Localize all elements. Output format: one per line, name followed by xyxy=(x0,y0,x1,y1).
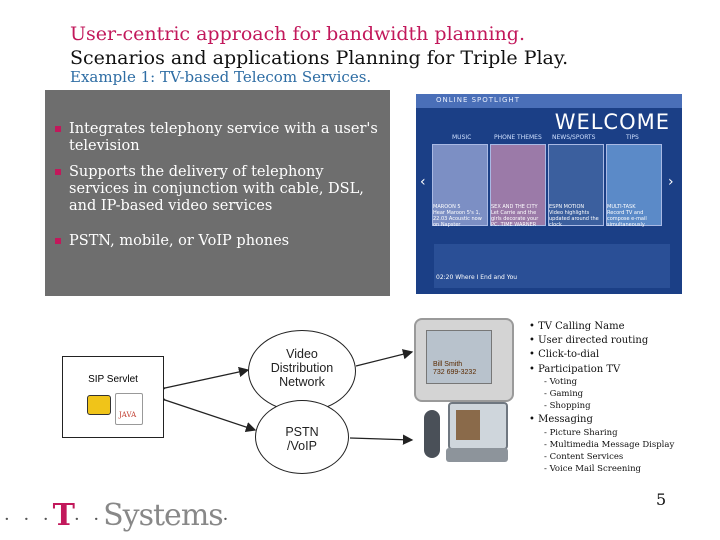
tv-tab: MUSIC xyxy=(452,134,472,141)
pstn-voip-label: PSTN /VoIP xyxy=(285,425,319,453)
feature-label: TV Calling Name xyxy=(538,321,625,332)
feature-item: • Participation TV xyxy=(529,364,621,375)
video-network-label: Video Distribution Network xyxy=(270,347,334,389)
tv-now-playing-area: 02:20 Where I End and You xyxy=(434,244,670,288)
feature-sub-item: - Gaming xyxy=(544,389,584,399)
sip-servlet-box: SIP Servlet JAVA xyxy=(62,356,164,438)
bullet-text: PSTN, mobile, or VoIP phones xyxy=(69,233,290,249)
tv-panel-text: Video highlights updated around the cloc… xyxy=(549,210,599,228)
chevron-left-icon: ‹ xyxy=(420,174,426,190)
feature-item: • User directed routing xyxy=(529,335,649,346)
logo-t: T xyxy=(52,498,75,533)
tv-panel-title: MULTI-TASK xyxy=(607,204,636,210)
bullet-square-icon xyxy=(55,126,61,132)
tv-panel-title: MAROON 5 xyxy=(433,204,461,210)
tv-tab: NEWS/SPORTS xyxy=(552,134,596,141)
arrow-pstn-to-phone xyxy=(349,434,414,445)
computer-icon xyxy=(87,395,111,415)
caller-number: 732 699-3232 xyxy=(433,369,477,376)
videophone-screen xyxy=(448,402,508,450)
feature-sub-item: - Multimedia Message Display xyxy=(544,440,675,450)
videophone-image xyxy=(418,398,518,468)
tv-tab: PHONE THEMES xyxy=(494,134,542,141)
bullet-text: Integrates telephony service with a user… xyxy=(69,121,378,154)
videophone-base xyxy=(446,448,508,462)
tv-panel-title: SEX AND THE CITY xyxy=(491,204,538,210)
video-distribution-network: Video Distribution Network xyxy=(248,330,356,412)
logo-systems: Systems xyxy=(103,498,224,533)
pstn-voip-cloud: PSTN /VoIP xyxy=(255,400,349,474)
java-label: JAVA xyxy=(119,411,137,419)
java-logo-icon: JAVA xyxy=(115,393,143,425)
tv-top-bar: ONLINE SPOTLIGHT xyxy=(416,94,682,108)
page-number: 5 xyxy=(656,490,667,509)
tv-set-image: Bill Smith 732 699-3232 xyxy=(414,318,514,402)
t-systems-logo: · · ·T· ·Systems· xyxy=(4,498,233,533)
bullet-item: Integrates telephony service with a user… xyxy=(55,121,385,155)
bullet-text: Supports the delivery of telephony servi… xyxy=(69,164,364,214)
tv-welcome: WELCOME xyxy=(554,110,670,134)
feature-item: • Messaging xyxy=(529,414,593,425)
tv-set-screen: Bill Smith 732 699-3232 xyxy=(426,330,492,384)
tv-panel xyxy=(490,144,546,226)
tv-now-playing: 02:20 Where I End and You xyxy=(436,274,518,281)
arrow-sip-to-video xyxy=(155,366,250,396)
tv-tab: TIPS xyxy=(626,134,639,141)
caller-name: Bill Smith xyxy=(433,361,463,368)
feature-sub-item: - Voting xyxy=(544,377,578,387)
subtitle: Example 1: TV-based Telecom Services. xyxy=(70,68,372,86)
feature-label: Messaging xyxy=(538,414,593,425)
bullet-square-icon xyxy=(55,169,61,175)
bullet-item: PSTN, mobile, or VoIP phones xyxy=(55,233,385,250)
feature-label: User directed routing xyxy=(538,335,649,346)
feature-sub-item: - Voice Mail Screening xyxy=(544,464,641,474)
tv-panel xyxy=(432,144,488,226)
tv-panel-text: Hear Maroon 5's 1, 22.03 Acoustic now on… xyxy=(433,210,482,228)
tv-screenshot: ONLINE SPOTLIGHT WELCOME MUSIC PHONE THE… xyxy=(416,94,682,294)
tv-panel-text: Let Carrie and the girls decorate your P… xyxy=(491,210,539,228)
sip-servlet-label: SIP Servlet xyxy=(88,374,138,385)
feature-label: Participation TV xyxy=(538,364,621,375)
feature-item: • TV Calling Name xyxy=(529,321,625,332)
tv-panel-text: Record TV and compose e-mail simultaneou… xyxy=(607,210,647,228)
tv-panel xyxy=(548,144,604,226)
bullet-item: Supports the delivery of telephony servi… xyxy=(55,164,385,215)
feature-item: • Click-to-dial xyxy=(529,349,600,360)
tv-bar-text: ONLINE SPOTLIGHT xyxy=(436,96,520,104)
arrow-sip-to-pstn xyxy=(154,392,257,433)
feature-sub-item: - Content Services xyxy=(544,452,624,462)
title-line-2: Scenarios and applications Planning for … xyxy=(70,47,569,69)
videophone-face xyxy=(456,410,480,440)
bullet-panel xyxy=(45,90,390,296)
feature-sub-item: - Shopping xyxy=(544,401,591,411)
feature-sub-item: - Picture Sharing xyxy=(544,428,618,438)
title-line-1: User-centric approach for bandwidth plan… xyxy=(70,23,525,45)
handset-icon xyxy=(424,410,440,458)
tv-panel xyxy=(606,144,662,226)
bullet-square-icon xyxy=(55,238,61,244)
feature-label: Click-to-dial xyxy=(538,349,600,360)
tv-panel-title: ESPN MOTION xyxy=(549,204,585,210)
chevron-right-icon: › xyxy=(668,174,674,190)
arrow-video-to-tv xyxy=(355,349,414,367)
